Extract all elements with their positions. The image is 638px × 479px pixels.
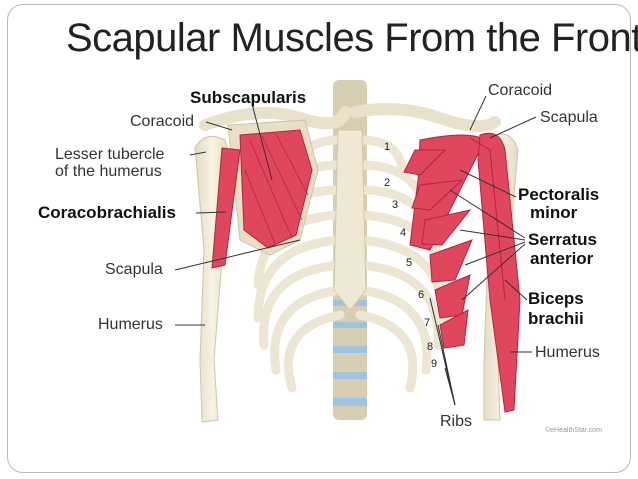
right-clavicle xyxy=(349,103,501,133)
rib-number: 9 xyxy=(431,358,438,370)
label-lesser-tubercle-line1: Lesser tubercle xyxy=(55,146,165,163)
label-scapula-right: Scapula xyxy=(540,109,598,126)
label-scapula-left: Scapula xyxy=(105,261,163,278)
rib-number: 6 xyxy=(418,289,425,301)
serratus-anterior-muscle xyxy=(403,149,473,349)
label-subscapularis: Subscapularis xyxy=(190,88,307,107)
label-serratus-line1: Serratus xyxy=(528,230,597,249)
rib-number: 1 xyxy=(384,141,391,153)
page-title: Scapular Muscles From the Front xyxy=(66,16,638,60)
rib-number: 8 xyxy=(427,341,434,353)
label-pectoralis-line2: minor xyxy=(530,203,578,222)
image-credit: ©eHealthStar.com xyxy=(545,427,602,434)
label-ribs: Ribs xyxy=(440,413,473,430)
label-coracoid-right: Coracoid xyxy=(488,82,553,99)
label-coracobrachialis: Coracobrachialis xyxy=(38,203,176,222)
label-humerus-right: Humerus xyxy=(535,344,600,361)
rib-number: 7 xyxy=(424,317,431,329)
left-clavicle xyxy=(199,106,351,131)
rib-number: 2 xyxy=(384,177,391,189)
label-coracoid-left: Coracoid xyxy=(130,113,195,130)
label-humerus-left: Humerus xyxy=(98,316,163,333)
rib-number: 3 xyxy=(392,199,399,211)
label-biceps-line1: Biceps xyxy=(528,289,584,308)
label-biceps-line2: brachii xyxy=(528,309,584,328)
rib-number: 5 xyxy=(406,257,413,269)
label-pectoralis-line1: Pectoralis xyxy=(518,185,600,204)
label-serratus-line2: anterior xyxy=(530,249,594,268)
rib-number: 4 xyxy=(400,227,407,239)
label-lesser-tubercle-line2: of the humerus xyxy=(55,163,162,180)
sternum xyxy=(333,129,367,311)
coracobrachialis-muscle xyxy=(211,147,241,269)
biceps-brachii-muscle xyxy=(477,132,521,413)
leader-lines xyxy=(174,95,537,406)
